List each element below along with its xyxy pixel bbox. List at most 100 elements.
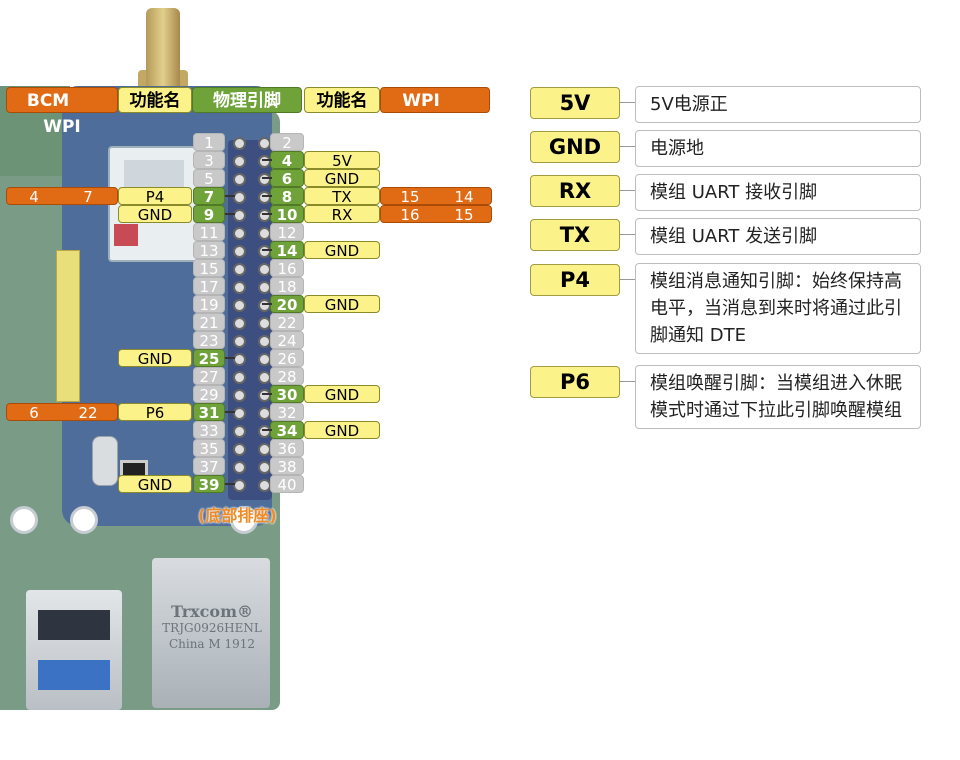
pin-connector-line [225, 195, 235, 197]
header-right-wpi: WPI [402, 91, 440, 111]
pin-number-odd: 19 [193, 295, 225, 314]
pin-connector-line [262, 429, 272, 431]
pin-number-odd: 9 [193, 205, 225, 224]
pin-wpi-right: 15 [400, 188, 420, 206]
pin-func-right: GND [304, 295, 380, 314]
pin-number-odd: 23 [193, 331, 225, 350]
pin-number-even: 40 [270, 475, 304, 494]
pin-number-odd: 27 [193, 367, 225, 386]
legend-desc-tx: 模组 UART 发送引脚 [635, 218, 921, 255]
ethernet-model: TRJG0926HENL [162, 621, 262, 635]
pin-number-odd: 17 [193, 277, 225, 296]
legend-key-p4: P4 [530, 264, 620, 296]
pin-func-left: GND [118, 205, 192, 224]
module-label-red [114, 224, 138, 246]
pin-connector-line [225, 483, 235, 485]
header-pin [233, 191, 246, 204]
usb-a-port-icon [26, 590, 122, 710]
pin-connector-line [225, 411, 235, 413]
pin-number-even: 8 [270, 187, 304, 206]
header-right-bcm: BCM [413, 117, 457, 137]
pin-number-odd: 35 [193, 439, 225, 458]
header-pin [233, 209, 246, 222]
header-pin [233, 425, 246, 438]
pin-func-left: P6 [118, 403, 192, 422]
header-left-func: 功能名 [118, 87, 192, 113]
pin-bcm-right: 14 [454, 188, 474, 206]
legend-desc-p4: 模组消息通知引脚：始终保持高电平，当消息到来时将通过此引脚通知 DTE [635, 263, 921, 354]
pin-number-even: 2 [270, 133, 304, 152]
ethernet-brand: Trxcom® [170, 602, 254, 621]
pin-number-odd: 13 [193, 241, 225, 260]
pin-number-even: 38 [270, 457, 304, 476]
pin-number-even: 28 [270, 367, 304, 386]
pin-number-odd: 29 [193, 385, 225, 404]
pin-number-even: 22 [270, 313, 304, 332]
usb-c-port-icon [92, 436, 118, 486]
pin-func-right: GND [304, 421, 380, 440]
pin-bcm-left: 4 [29, 188, 39, 206]
pin-number-odd: 1 [193, 133, 225, 152]
pin-number-even: 16 [270, 259, 304, 278]
pin-bcm-left: 6 [29, 404, 39, 422]
pin-connector-line [262, 213, 272, 215]
pin-number-even: 36 [270, 439, 304, 458]
legend-connector [620, 190, 635, 191]
header-physical-pin: 物理引脚 [192, 87, 302, 113]
pin-connector-line [262, 177, 272, 179]
usb-a-slot [38, 610, 110, 640]
pin-number-even: 10 [270, 205, 304, 224]
header-pin [233, 227, 246, 240]
header-pin [233, 407, 246, 420]
header-pin [233, 335, 246, 348]
header-pin [233, 443, 246, 456]
header-pin [233, 353, 246, 366]
pin-func-left: P4 [118, 187, 192, 206]
pin-func-left: GND [118, 475, 192, 494]
pin-number-even: 12 [270, 223, 304, 242]
pin-number-odd: 21 [193, 313, 225, 332]
header-pin [233, 389, 246, 402]
header-pin [233, 281, 246, 294]
pin-func-right: 5V [304, 151, 380, 170]
ethernet-origin: China M 1912 [168, 637, 256, 651]
header-pin [233, 137, 246, 150]
pin-number-even: 4 [270, 151, 304, 170]
header-pin [233, 173, 246, 186]
header-left-bcm-wpi: BCM WPI [6, 87, 118, 137]
mounting-hole [70, 506, 98, 534]
pin-number-odd: 39 [193, 475, 225, 494]
header-pin [233, 155, 246, 168]
legend-connector [620, 279, 635, 280]
header-pin [233, 245, 246, 258]
pin-connector-line [262, 159, 272, 161]
pin-func-right: GND [304, 241, 380, 260]
header-pin [233, 317, 246, 330]
pin-number-odd: 7 [193, 187, 225, 206]
header-left-bcm: BCM [26, 91, 70, 111]
pin-number-even: 14 [270, 241, 304, 260]
pin-number-even: 30 [270, 385, 304, 404]
legend-desc-p6: 模组唤醒引脚：当模组进入休眠模式时通过下拉此引脚唤醒模组 [635, 365, 921, 429]
pin-number-even: 26 [270, 349, 304, 368]
usb3-slot [38, 660, 110, 690]
header-right-func: 功能名 [304, 87, 380, 113]
header-pin [233, 479, 246, 492]
legend-connector [620, 102, 635, 103]
pin-func-right: TX [304, 187, 380, 206]
pin-number-even: 32 [270, 403, 304, 422]
antenna-icon [146, 8, 180, 98]
legend-desc-5v: 5V电源正 [635, 86, 921, 123]
legend-connector [620, 381, 635, 382]
pin-wpi-right: 16 [400, 206, 420, 224]
legend-desc-rx: 模组 UART 接收引脚 [635, 174, 921, 211]
pin-func-right: GND [304, 169, 380, 188]
mounting-hole [10, 506, 38, 534]
pin-func-right: GND [304, 385, 380, 404]
bottom-socket-note: (底部排座) [198, 506, 277, 525]
header-pin [233, 263, 246, 276]
